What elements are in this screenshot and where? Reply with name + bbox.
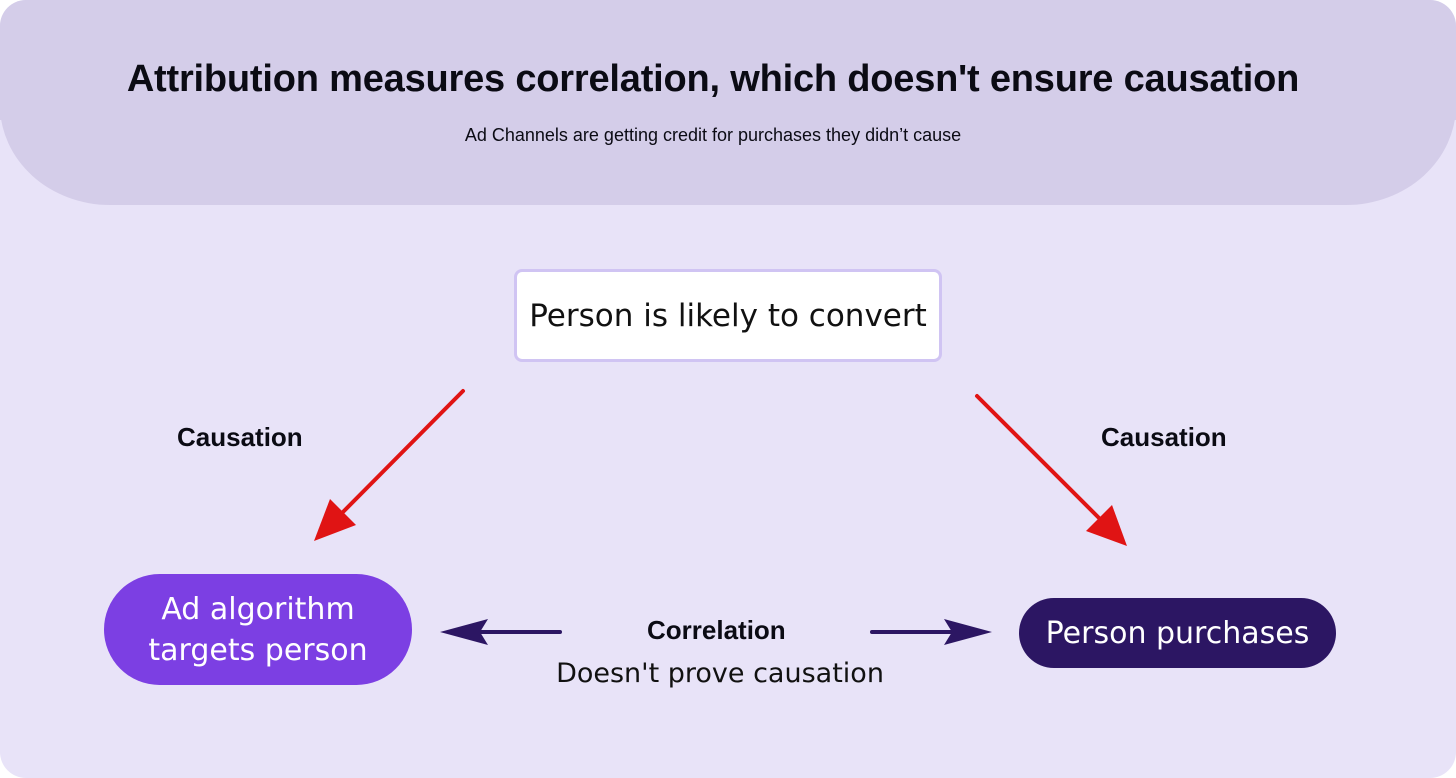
correlation-arrow-left	[440, 619, 562, 645]
causation-arrow-right	[975, 394, 1127, 546]
diagram-subtitle: Ad Channels are getting credit for purch…	[464, 125, 962, 145]
correlation-arrow-right	[870, 619, 992, 645]
correlation-note: Doesn't prove causation	[556, 658, 884, 689]
causation-arrow-left	[314, 389, 465, 541]
causation-label-right: Causation	[1101, 422, 1227, 452]
header-banner: Attribution measures correlation, which …	[0, 0, 1456, 205]
node-person-purchases: Person purchases	[1019, 598, 1336, 668]
node-likely-to-convert: Person is likely to convert	[514, 269, 942, 362]
diagram-title: Attribution measures correlation, which …	[126, 58, 1300, 100]
node-ad-algorithm: Ad algorithm targets person	[104, 574, 412, 685]
causation-label-left: Causation	[177, 422, 303, 452]
correlation-label: Correlation	[647, 615, 786, 645]
